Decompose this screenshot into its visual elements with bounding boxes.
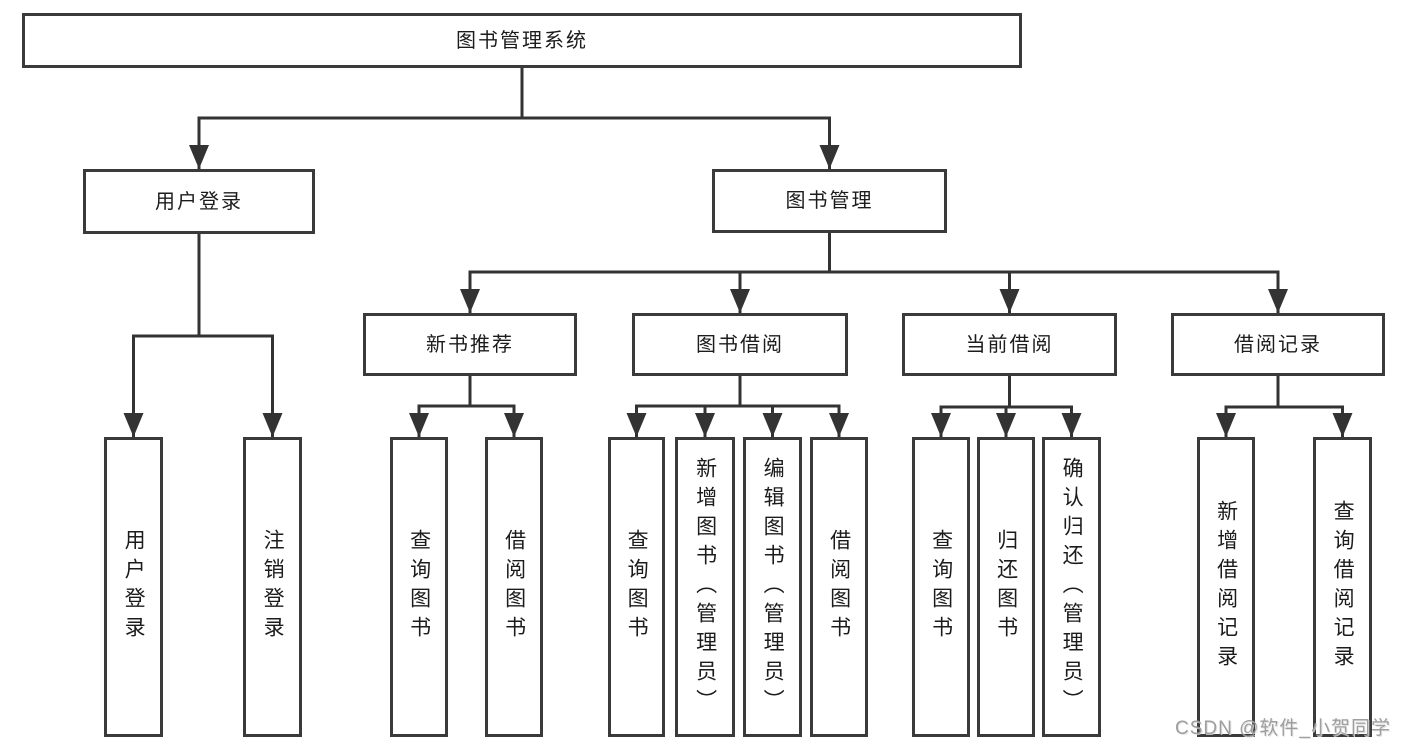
node-leaf-return-book: 归还图书 <box>977 437 1035 737</box>
node-label-leaf-return-book: 归还图书 <box>994 529 1018 645</box>
node-borrow-records: 借阅记录 <box>1171 313 1385 376</box>
node-label-borrow-records: 借阅记录 <box>1234 333 1322 356</box>
node-leaf-query-book-2: 查询图书 <box>608 437 665 737</box>
node-label-leaf-query-book-1: 查询图书 <box>407 529 431 645</box>
node-book-mgmt: 图书管理 <box>712 169 947 233</box>
node-user-login: 用户登录 <box>83 169 315 234</box>
node-label-leaf-edit-book: 编辑图书（管理员） <box>761 456 785 718</box>
watermark-text: CSDN @软件_小贺同学 <box>1175 718 1391 739</box>
node-label-current-borrow: 当前借阅 <box>965 333 1054 356</box>
node-label-root: 图书管理系统 <box>456 29 588 52</box>
node-leaf-query-book-1: 查询图书 <box>390 437 448 737</box>
node-label-leaf-confirm-return: 确认归还（管理员） <box>1060 456 1084 718</box>
node-current-borrow: 当前借阅 <box>902 313 1117 376</box>
node-leaf-query-book-3: 查询图书 <box>912 437 970 737</box>
node-label-book-mgmt: 图书管理 <box>785 190 874 212</box>
node-label-user-login: 用户登录 <box>155 190 243 213</box>
node-label-leaf-user-login: 用户登录 <box>122 529 146 645</box>
node-label-leaf-logout: 注销登录 <box>261 529 285 645</box>
node-leaf-user-login: 用户登录 <box>104 437 163 737</box>
node-leaf-borrow-book-2: 借阅图书 <box>810 437 868 737</box>
node-new-book-rec: 新书推荐 <box>363 313 577 376</box>
node-label-book-borrow: 图书借阅 <box>696 333 784 356</box>
node-leaf-borrow-book-1: 借阅图书 <box>485 437 543 737</box>
node-label-leaf-add-book: 新增图书（管理员） <box>693 456 717 718</box>
node-leaf-confirm-return: 确认归还（管理员） <box>1042 437 1101 737</box>
node-label-new-book-rec: 新书推荐 <box>426 333 514 356</box>
node-leaf-logout: 注销登录 <box>243 437 302 737</box>
node-label-leaf-add-record: 新增借阅记录 <box>1214 500 1238 674</box>
node-leaf-edit-book: 编辑图书（管理员） <box>743 437 802 737</box>
node-leaf-query-record: 查询借阅记录 <box>1313 437 1372 737</box>
node-leaf-add-book: 新增图书（管理员） <box>675 437 735 737</box>
node-label-leaf-query-book-3: 查询图书 <box>929 529 953 645</box>
node-label-leaf-borrow-book-1: 借阅图书 <box>502 529 526 645</box>
node-book-borrow: 图书借阅 <box>632 313 848 376</box>
node-leaf-add-record: 新增借阅记录 <box>1197 437 1255 737</box>
node-label-leaf-borrow-book-2: 借阅图书 <box>827 529 851 645</box>
node-label-leaf-query-record: 查询借阅记录 <box>1331 500 1355 674</box>
node-root: 图书管理系统 <box>22 13 1022 68</box>
node-label-leaf-query-book-2: 查询图书 <box>625 529 649 645</box>
